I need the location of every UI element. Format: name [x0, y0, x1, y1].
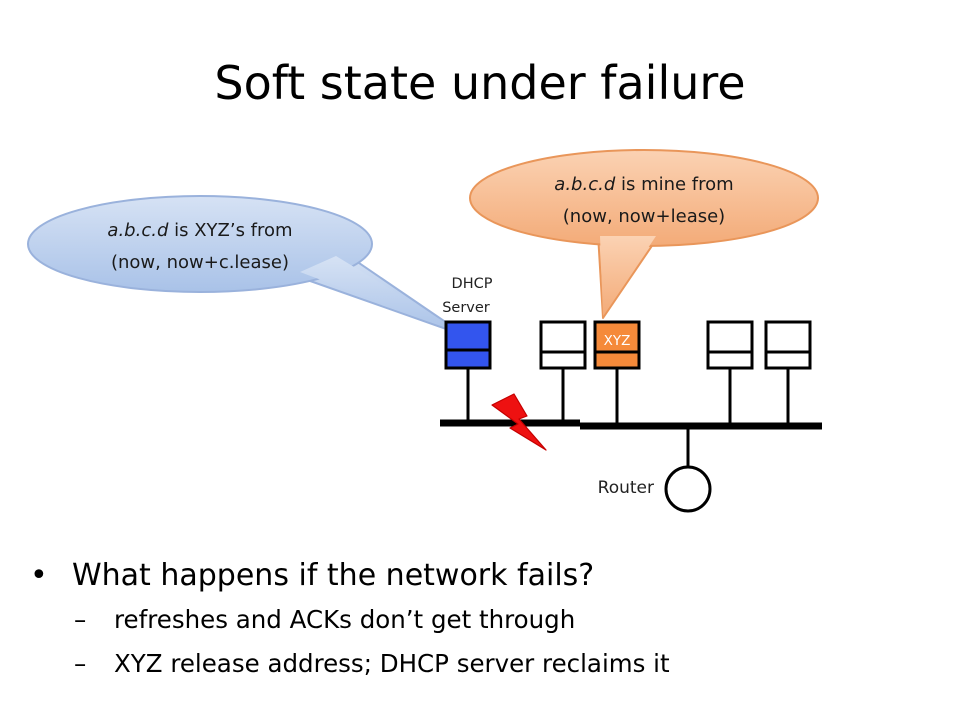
host-computer [706, 320, 754, 426]
sub-bullet-marker: – [74, 649, 87, 678]
bubble-left-line2: (now, now+c.lease) [111, 252, 289, 273]
sub-bullet-text: refreshes and ACKs don’t get through [114, 605, 576, 634]
lightning-bolt-icon [491, 393, 547, 451]
slide-title: Soft state under failure [214, 56, 746, 110]
bullet-marker: • [30, 558, 48, 593]
bubble-left-line1: a.b.c.d is XYZ’s from [107, 220, 292, 241]
router-label: Router [598, 478, 654, 498]
bullet-list: • What happens if the network fails? – r… [26, 556, 946, 682]
xyz-label: XYZ [604, 333, 631, 349]
sub-bullet-item: – XYZ release address; DHCP server recla… [26, 646, 946, 682]
speech-bubble-right: a.b.c.d is mine from (now, now+lease) [469, 149, 819, 319]
xyz-host: XYZ [593, 320, 641, 424]
network-diagram: a.b.c.d is XYZ’s from (now, now+c.lease)… [27, 149, 822, 513]
bullet-item: • What happens if the network fails? [26, 556, 946, 596]
sub-bullet-marker: – [74, 605, 87, 634]
bullet-text: What happens if the network fails? [72, 558, 595, 593]
bubble-right-line2: (now, now+lease) [563, 206, 725, 227]
network-bus [440, 419, 822, 430]
speech-bubble-left: a.b.c.d is XYZ’s from (now, now+c.lease) [27, 195, 467, 337]
dhcp-label-line1: DHCP [452, 276, 493, 292]
dhcp-label-line2: Server [442, 300, 490, 316]
dhcp-server-host [444, 320, 492, 423]
router [664, 426, 712, 513]
bubble-right-line1: a.b.c.d is mine from [554, 174, 733, 195]
sub-bullet-item: – refreshes and ACKs don’t get through [26, 602, 946, 638]
host-computer [764, 320, 812, 426]
host-computer [539, 320, 587, 424]
sub-bullet-text: XYZ release address; DHCP server reclaim… [114, 649, 670, 678]
